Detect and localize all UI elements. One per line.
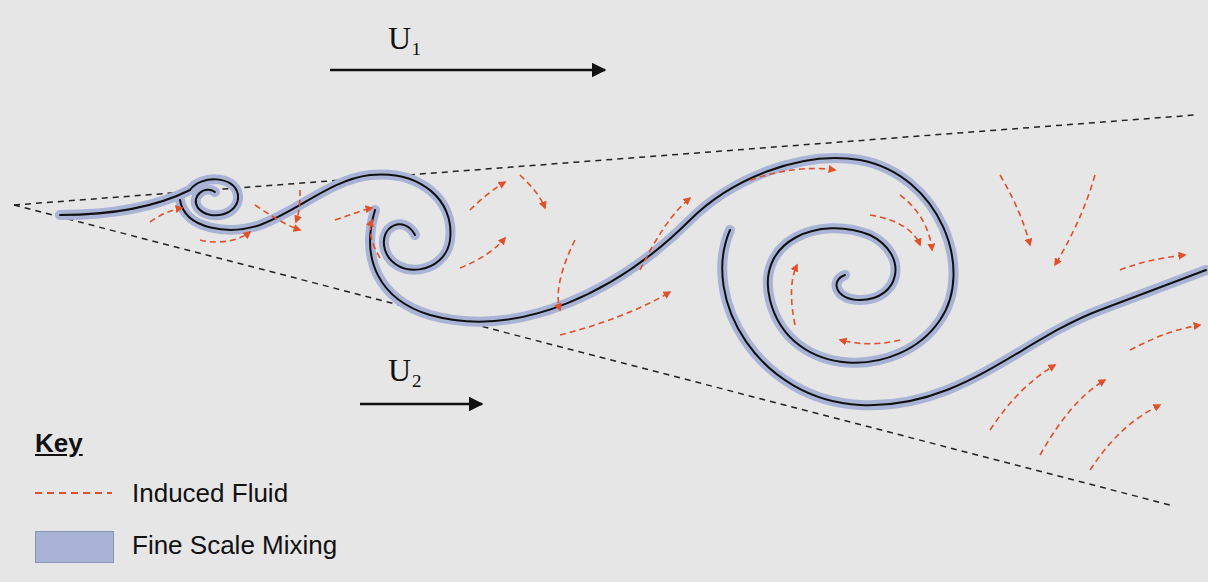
velocity-label: U₁ <box>388 20 422 57</box>
legend-line-sample <box>35 492 112 494</box>
velocity-arrow <box>360 403 482 406</box>
legend-text: Fine Scale Mixing <box>132 530 337 561</box>
induced-fluid-arrow <box>150 168 1200 470</box>
legend-swatch <box>35 531 114 563</box>
fine-scale-mixing <box>60 158 1206 405</box>
velocity-label: U₂ <box>388 352 422 389</box>
legend-text: Induced Fluid <box>132 478 288 509</box>
legend-heading: Key <box>35 428 83 459</box>
vortex-line <box>60 158 1206 405</box>
velocity-arrow <box>330 69 605 72</box>
boundary-line <box>14 205 1170 505</box>
